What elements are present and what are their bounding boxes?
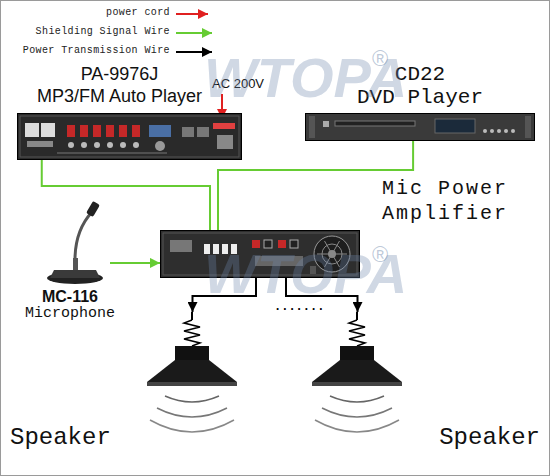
legend-sample-red — [176, 13, 208, 15]
speaker-figure — [310, 312, 405, 452]
registered-mark: ® — [372, 242, 388, 268]
microphone-device: MC-116Microphone — [15, 198, 125, 324]
legend-text: Power Transmission Wire — [4, 45, 170, 57]
signal-wire — [110, 262, 160, 264]
dvd-player-panel — [305, 113, 535, 141]
device-drawing — [17, 113, 242, 160]
device-description: MP3/FM Auto Player — [12, 86, 227, 108]
registered-mark: ® — [372, 46, 388, 72]
device-name: MC-116 — [15, 287, 125, 306]
device-name: Speaker — [415, 424, 540, 453]
legend-sample-green — [176, 32, 212, 34]
speaker-unit: Speaker — [310, 312, 545, 462]
device-name: Mic Power Amplifier — [382, 176, 522, 226]
device-drawing — [310, 312, 405, 452]
legend-text: power cord — [4, 7, 170, 19]
speaker-unit: Speaker — [10, 312, 240, 462]
signal-wire — [42, 160, 210, 230]
device-description: Microphone — [15, 305, 125, 323]
device-name: PA-9976J — [12, 64, 227, 86]
device-drawing — [145, 312, 240, 452]
legend-text: Shielding Signal Wire — [4, 26, 170, 38]
microphone-figure — [40, 200, 110, 285]
speaker-figure — [145, 312, 240, 452]
device-drawing — [40, 200, 110, 285]
device-drawing — [305, 113, 535, 141]
mp3-player-panel — [17, 113, 242, 160]
device-name: Speaker — [10, 424, 140, 453]
